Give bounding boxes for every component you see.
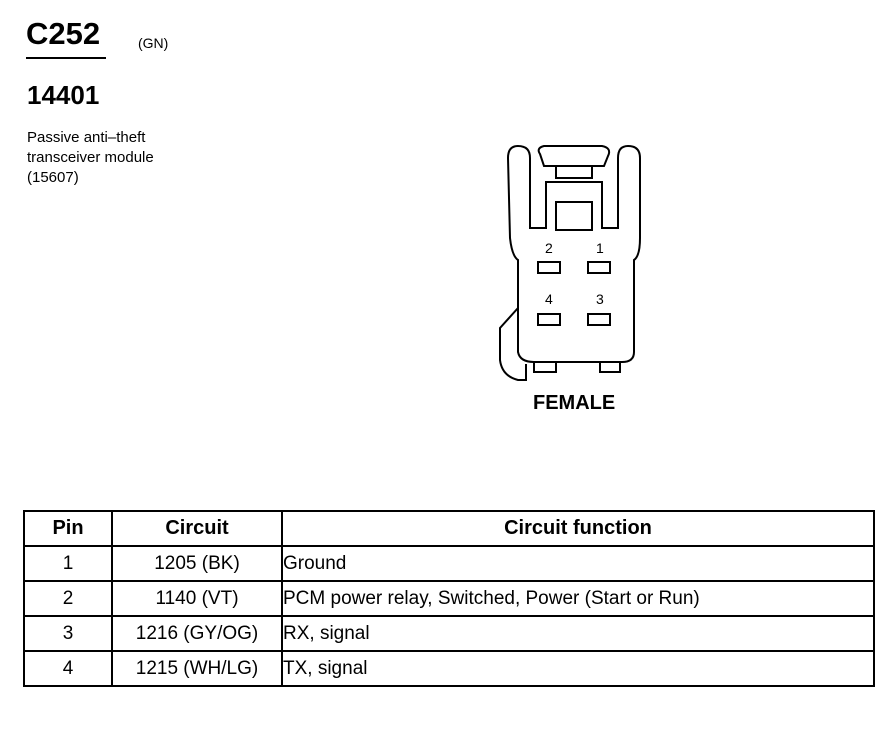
cell-pin: 1: [23, 545, 113, 582]
connector-face-diagram: 2 1 4 3: [499, 144, 641, 381]
pin-label: 4: [545, 291, 553, 307]
cell-pin: 3: [23, 615, 113, 652]
title-underline: [26, 57, 106, 59]
pin-label: 3: [596, 291, 604, 307]
latch-tab: [537, 145, 611, 167]
description-line: Passive anti–theft: [27, 129, 146, 146]
description-line: (15607): [27, 169, 79, 186]
cell-function: Ground: [281, 545, 875, 582]
connector-housing: [506, 144, 641, 363]
connector-color-code: (GN): [138, 35, 169, 51]
pin-label: 2: [545, 240, 553, 256]
cell-circuit: 1205 (BK): [111, 545, 283, 582]
header-pin: Pin: [23, 510, 113, 547]
description-line: transceiver module: [27, 149, 154, 166]
pin-function-table: Pin Circuit Circuit function 1 1205 (BK)…: [23, 510, 875, 687]
table-row: 4 1215 (WH/LG) TX, signal: [23, 650, 875, 687]
key-slot: [555, 201, 593, 231]
bottom-rib: [533, 362, 557, 373]
cell-circuit: 1215 (WH/LG): [111, 650, 283, 687]
side-lock-tab: [499, 307, 527, 381]
connector-gender-label: FEMALE: [533, 392, 616, 414]
cell-pin: 4: [23, 650, 113, 687]
pin-cavity: [537, 261, 561, 274]
pin-cavity: [587, 261, 611, 274]
table-row: 3 1216 (GY/OG) RX, signal: [23, 615, 875, 652]
pin-label: 1: [596, 240, 604, 256]
table-header-row: Pin Circuit Circuit function: [23, 510, 875, 547]
cell-circuit: 1140 (VT): [111, 580, 283, 617]
cell-function: RX, signal: [281, 615, 875, 652]
connector-id: C252: [26, 16, 101, 51]
table-row: 1 1205 (BK) Ground: [23, 545, 875, 582]
latch-window: [555, 165, 593, 179]
header-circuit: Circuit: [111, 510, 283, 547]
pin-cavity: [537, 313, 561, 326]
cell-function: TX, signal: [281, 650, 875, 687]
part-number: 14401: [27, 80, 100, 110]
bottom-rib: [599, 362, 621, 373]
cell-function: PCM power relay, Switched, Power (Start …: [281, 580, 875, 617]
header-circuit-function: Circuit function: [281, 510, 875, 547]
cell-circuit: 1216 (GY/OG): [111, 615, 283, 652]
cell-pin: 2: [23, 580, 113, 617]
connector-description: Passive anti–theft transceiver module (1…: [27, 128, 154, 188]
table-row: 2 1140 (VT) PCM power relay, Switched, P…: [23, 580, 875, 617]
pin-cavity: [587, 313, 611, 326]
